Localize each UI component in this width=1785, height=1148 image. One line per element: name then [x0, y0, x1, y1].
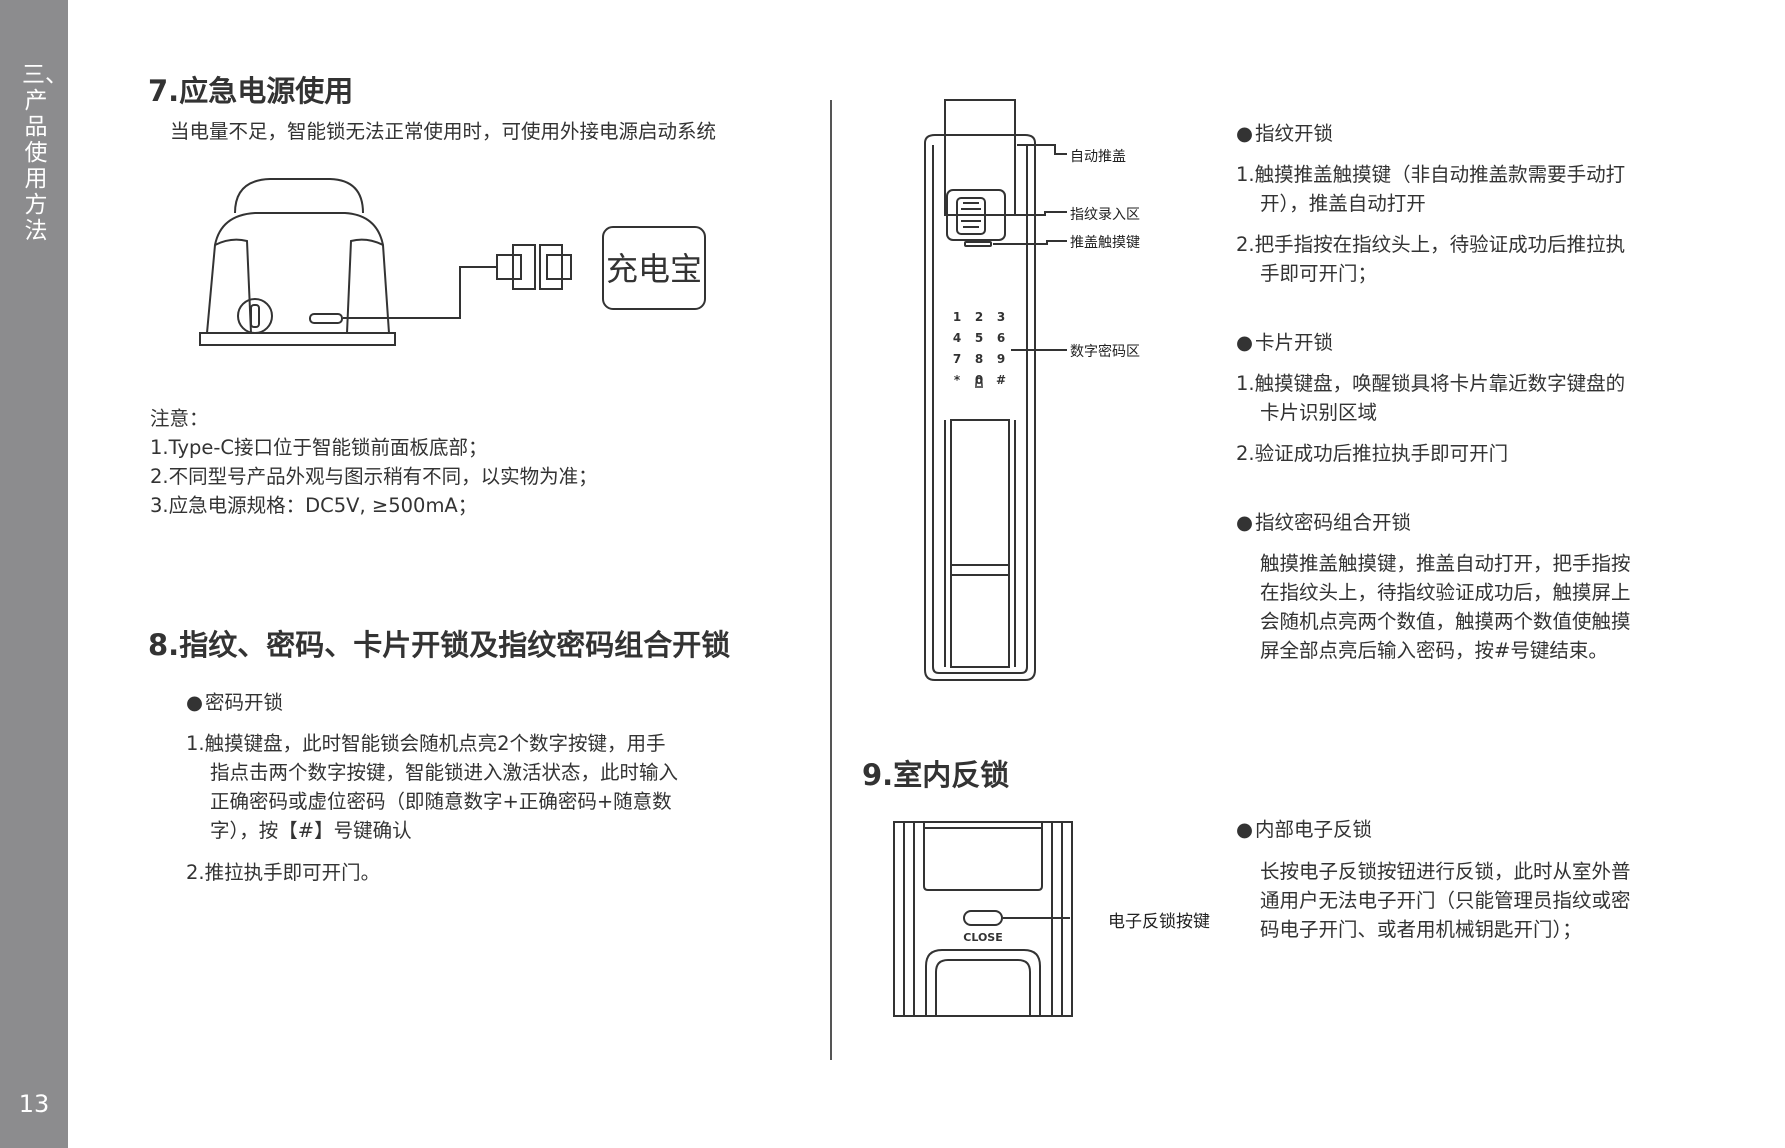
keypad-key-hash[interactable]: #: [996, 373, 1006, 387]
label-lock-button: 电子反锁按键: [1108, 912, 1210, 932]
keypad-key-7[interactable]: 7: [953, 352, 961, 366]
power-bank-label: 充电宝: [606, 250, 702, 288]
keypad-key-4[interactable]: 4: [953, 331, 961, 345]
password-step-1-line-3: 正确密码或虚位密码（即随意数字+正确密码+随意数: [210, 790, 672, 813]
column-divider: [830, 100, 832, 1060]
page-number: 13: [18, 1090, 50, 1118]
password-step-1-line-1: 1.触摸键盘，此时智能锁会随机点亮2个数字按键，用手: [186, 732, 666, 755]
section-7-title: 7.应急电源使用: [148, 74, 354, 108]
section-8-title: 8.指纹、密码、卡片开锁及指纹密码组合开锁: [148, 628, 731, 662]
keypad-key-star[interactable]: *: [954, 373, 961, 387]
emergency-power-diagram: 充电宝: [199, 178, 706, 346]
combo-line-4: 屏全部点亮后输入密码，按#号键结束。: [1260, 639, 1608, 662]
combo-unlock-heading: 指纹密码组合开锁: [1236, 508, 1411, 537]
combo-line-2: 在指纹头上，待指纹验证成功后，触摸屏上: [1260, 581, 1631, 604]
label-cover-touch-key: 推盖触摸键: [1070, 235, 1140, 251]
fingerprint-step-2-line-2: 手即可开门；: [1260, 262, 1378, 285]
keypad-key-0[interactable]: 0: [975, 373, 983, 387]
label-fingerprint-area: 指纹录入区: [1070, 207, 1140, 223]
keypad-key-9[interactable]: 9: [997, 352, 1005, 366]
bell-icon: [975, 377, 983, 388]
section-7-intro: 当电量不足，智能锁无法正常使用时，可使用外接电源启动系统: [170, 120, 717, 143]
combo-line-1: 触摸推盖触摸键，推盖自动打开，把手指按: [1260, 552, 1631, 575]
keypad-key-3[interactable]: 3: [997, 310, 1005, 324]
electronic-lock-line-2: 通用户无法电子开门（只能管理员指纹或密: [1260, 889, 1631, 912]
keypad-key-5[interactable]: 5: [975, 331, 983, 345]
password-step-2: 2.推拉执手即可开门。: [186, 861, 381, 884]
label-auto-cover: 自动推盖: [1070, 149, 1126, 165]
note-3: 3.应急电源规格：DC5V, ≥500mA；: [150, 494, 478, 517]
keypad-key-1[interactable]: 1: [953, 310, 961, 324]
card-step-1-line-1: 1.触摸键盘，唤醒锁具将卡片靠近数字键盘的: [1236, 372, 1626, 395]
password-step-1-line-2: 指点击两个数字按键，智能锁进入激活状态，此时输入: [210, 761, 679, 784]
card-step-1-line-2: 卡片识别区域: [1260, 401, 1378, 424]
lock-front-diagram: 1 2 3 4 5 6 7 8 9 * 0 #: [924, 99, 1067, 681]
indoor-lock-diagram: CLOSE: [893, 821, 1073, 1017]
section-9-title: 9.室内反锁: [862, 758, 1010, 792]
password-unlock-heading: 密码开锁: [186, 688, 283, 717]
keypad-key-6[interactable]: 6: [997, 331, 1005, 345]
electronic-lock-heading: 内部电子反锁: [1236, 815, 1372, 844]
note-heading: 注意：: [150, 407, 209, 430]
fingerprint-step-1-line-1: 1.触摸推盖触摸键（非自动推盖款需要手动打: [1236, 163, 1626, 186]
card-unlock-heading: 卡片开锁: [1236, 328, 1333, 357]
password-step-1-line-4: 字），按【#】号键确认: [210, 819, 412, 842]
keypad-key-2[interactable]: 2: [975, 310, 983, 324]
close-label: CLOSE: [963, 931, 1002, 944]
section-label: 三、产品使用方法: [22, 62, 68, 244]
electronic-lock-line-3: 码电子开门、或者用机械钥匙开门）；: [1260, 918, 1582, 941]
label-keypad-area: 数字密码区: [1070, 344, 1140, 360]
fingerprint-step-1-line-2: 开），推盖自动打开: [1260, 192, 1426, 215]
note-2: 2.不同型号产品外观与图示稍有不同，以实物为准；: [150, 465, 598, 488]
note-1: 1.Type-C接口位于智能锁前面板底部；: [150, 436, 488, 459]
electronic-lock-line-1: 长按电子反锁按钮进行反锁，此时从室外普: [1260, 860, 1631, 883]
combo-line-3: 会随机点亮两个数值，触摸两个数值使触摸: [1260, 610, 1631, 633]
card-step-2: 2.验证成功后推拉执手即可开门: [1236, 442, 1509, 465]
keypad-key-8[interactable]: 8: [975, 352, 983, 366]
sidebar: 三、产品使用方法 13: [0, 0, 68, 1148]
fingerprint-step-2-line-1: 2.把手指按在指纹头上，待验证成功后推拉执: [1236, 233, 1626, 256]
fingerprint-unlock-heading: 指纹开锁: [1236, 119, 1333, 148]
